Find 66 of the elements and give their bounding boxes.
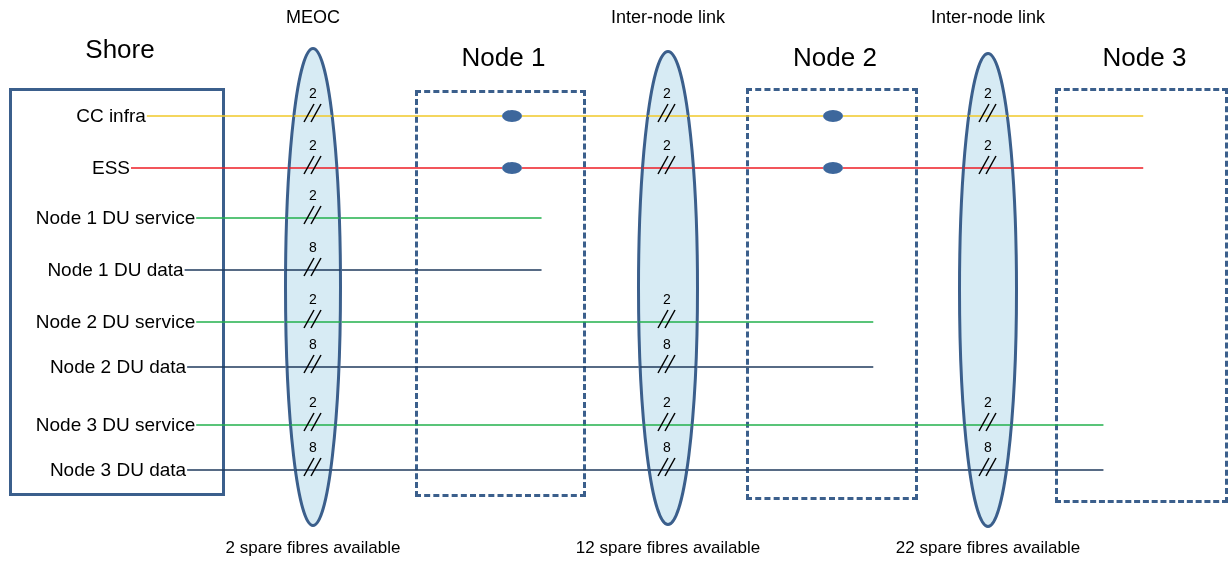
spare-fibres-note: 22 spare fibres available (894, 537, 1082, 559)
signal-line (697, 321, 875, 323)
fibre-count: 2 (662, 394, 672, 410)
fibre-count: 2 (308, 137, 318, 153)
spare-fibres-note: 2 spare fibres available (224, 537, 402, 559)
signal-line (146, 115, 294, 117)
node-title: Node 1 (460, 41, 547, 73)
signal-line (335, 424, 644, 426)
fibre-count: 8 (662, 336, 672, 352)
fibre-count: 2 (662, 137, 672, 153)
link-title: Inter-node link (609, 6, 727, 29)
spare-fibres-note: 12 spare fibres available (574, 537, 762, 559)
signal-line (842, 167, 964, 169)
signal-line (687, 469, 970, 471)
signal-label: Node 1 DU data (47, 257, 184, 283)
fibre-count: 2 (983, 394, 993, 410)
signal-label: Node 3 DU data (49, 457, 187, 483)
signal-line (130, 167, 289, 169)
signal-line (696, 366, 875, 368)
fibre-count: 2 (308, 187, 318, 203)
fibre-count: 2 (308, 85, 318, 101)
signal-line (195, 424, 291, 426)
signal-line (693, 167, 824, 169)
node-title: Node 3 (1101, 41, 1188, 73)
signal-label: Node 2 DU data (49, 354, 187, 380)
signal-label: CC infra (76, 103, 146, 129)
fibre-count: 2 (983, 137, 993, 153)
signal-line (521, 167, 643, 169)
fibre-count: 2 (662, 85, 672, 101)
signal-line (842, 115, 969, 117)
signal-line (195, 217, 287, 219)
node-title: Shore (84, 33, 156, 65)
fibre-count: 8 (308, 439, 318, 455)
signal-line (183, 269, 285, 271)
signal-line (330, 469, 649, 471)
signal-line (1011, 424, 1105, 426)
signal-line (340, 321, 639, 323)
signal-line (341, 269, 543, 271)
link-title: Inter-node link (929, 6, 1047, 29)
signal-line (692, 424, 965, 426)
signal-line (195, 321, 286, 323)
fibre-count: 2 (983, 85, 993, 101)
fibre-count: 8 (983, 439, 993, 455)
signal-line (688, 115, 824, 117)
signal-label: Node 3 DU service (35, 412, 196, 438)
signal-line (1007, 115, 1145, 117)
fibre-count: 2 (308, 291, 318, 307)
signal-line (332, 115, 503, 117)
node-title: Node 2 (792, 41, 878, 73)
signal-line (337, 167, 503, 169)
signal-label: Node 2 DU service (35, 309, 196, 335)
fibre-count: 8 (662, 439, 672, 455)
fibre-count: 2 (662, 291, 672, 307)
link-title: MEOC (285, 6, 341, 29)
signal-line (339, 217, 543, 219)
fibre-count: 2 (308, 394, 318, 410)
signal-line (186, 469, 296, 471)
signal-line (1006, 469, 1105, 471)
signal-line (339, 366, 640, 368)
fibre-count: 8 (308, 336, 318, 352)
signal-label: Node 1 DU service (35, 205, 196, 231)
signal-line (521, 115, 648, 117)
signal-line (1012, 167, 1145, 169)
fibre-count: 8 (308, 239, 318, 255)
signal-line (186, 366, 287, 368)
signal-label: ESS (92, 155, 130, 181)
